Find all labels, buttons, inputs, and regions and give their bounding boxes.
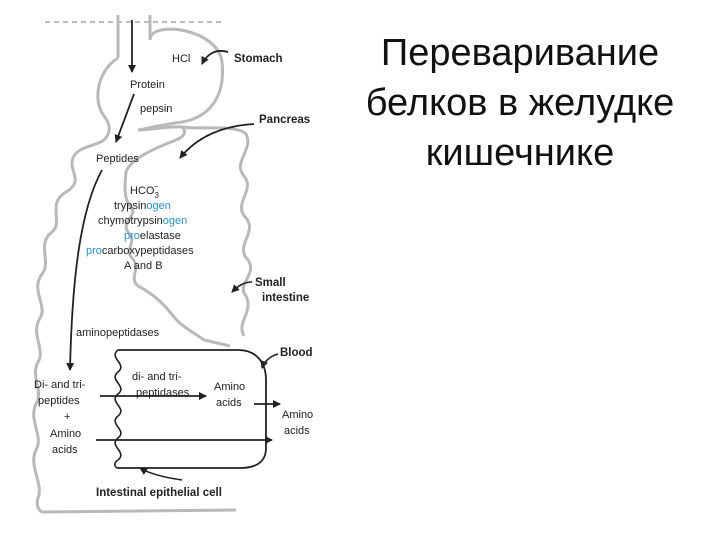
- label-proelastase: proelastase: [124, 230, 181, 242]
- arrow-stomach-hcl: [201, 50, 229, 65]
- label-aminopeptidases: aminopeptidases: [76, 327, 160, 339]
- title-line-2: белков в желудке: [365, 82, 675, 124]
- intestine-wall-bottom: [41, 508, 237, 514]
- intestine-wall-left: [32, 138, 105, 514]
- label-blood: Blood: [280, 347, 313, 359]
- label-trypsinogen: trypsinogen: [114, 200, 171, 212]
- slide-title: Переваривание белков в желудке кишечнике: [340, 28, 700, 178]
- arrow-pancreas-secretion: [179, 123, 255, 159]
- intestine-wall-folds: [181, 125, 252, 337]
- label-cell-amino-1: Amino: [214, 381, 245, 393]
- arrow-small-intestine: [231, 281, 253, 293]
- title-line-1: Переваривание: [380, 32, 660, 74]
- label-blood-amino-2: acids: [284, 425, 310, 437]
- label-small-2: intestine: [262, 292, 309, 304]
- label-chymotrypsinogen: chymotrypsinogen: [98, 215, 187, 227]
- arrow-peptides-to-lumen: [66, 169, 103, 371]
- label-protein: Protein: [130, 79, 165, 91]
- label-pancreas: Pancreas: [259, 114, 310, 126]
- label-small-1: Small: [255, 277, 286, 289]
- label-procarboxypeptidases: procarboxypeptidases: [86, 245, 194, 257]
- label-lumen-ditri-1: Di- and tri-: [34, 379, 86, 391]
- epithelial-cell-outline: [118, 349, 267, 469]
- arrow-cell-label: [139, 467, 183, 481]
- label-stomach: Stomach: [234, 53, 283, 65]
- label-hco3: HCO3−: [130, 182, 159, 200]
- label-cell-dipep-2: peptidases: [136, 387, 190, 399]
- stomach-wall-outer: [137, 27, 224, 132]
- label-peptides: Peptides: [96, 153, 139, 165]
- title-line-3: кишечнике: [425, 132, 615, 174]
- label-blood-amino-1: Amino: [282, 409, 313, 421]
- stomach-wall-inner: [96, 56, 119, 142]
- label-lumen-ditri-2: peptides: [38, 395, 80, 407]
- arrow-blood-label: [260, 353, 279, 369]
- label-hcl: HCl: [172, 53, 190, 65]
- label-pepsin: pepsin: [140, 103, 172, 115]
- label-cell-dipep-1: di- and tri-: [132, 371, 182, 383]
- label-a-and-b: A and B: [124, 260, 163, 272]
- label-lumen-amino-1: Amino: [50, 428, 81, 440]
- label-cell-amino-2: acids: [216, 397, 242, 409]
- arrow-protein-to-peptides: [114, 93, 135, 143]
- label-lumen-amino-2: acids: [52, 444, 78, 456]
- brush-border: [114, 349, 122, 469]
- intestine-wall-right: [123, 125, 231, 348]
- label-lumen-plus: +: [64, 411, 70, 423]
- label-epithelial-cell: Intestinal epithelial cell: [96, 487, 222, 499]
